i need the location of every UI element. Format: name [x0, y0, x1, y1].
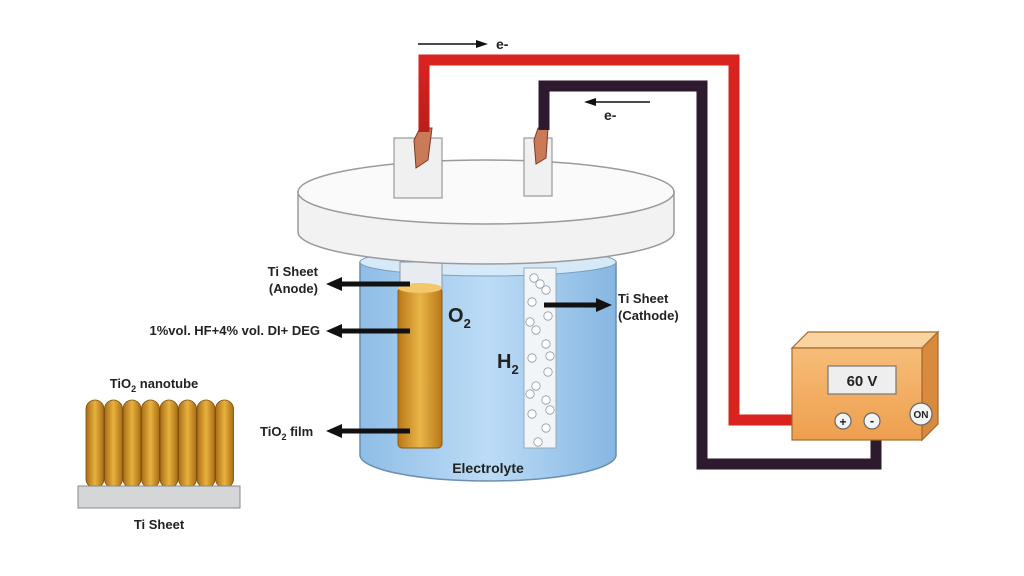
hydrogen-bubble [545, 405, 555, 415]
electrolyte-label: Electrolyte [452, 460, 524, 476]
electrolyte-mix-label: 1%vol. HF+4% vol. DI+ DEG [150, 323, 321, 338]
nanotube [122, 399, 142, 489]
ti-sheet-base [77, 485, 241, 509]
on-button[interactable] [909, 402, 933, 426]
hydrogen-bubble [531, 325, 541, 335]
anode-label-line1: Ti Sheet [268, 264, 319, 279]
nanotube [178, 399, 197, 489]
hydrogen-bubble [531, 381, 541, 391]
ti-sheet-label: Ti Sheet [134, 517, 185, 532]
hydrogen-bubble [533, 437, 543, 447]
positive-terminal [834, 412, 852, 430]
on-label: ON [914, 410, 929, 421]
oxygen-label: O2 [448, 305, 471, 331]
hydrogen-bubble [541, 339, 551, 349]
electron-arrow-return [584, 98, 650, 106]
hydrogen-bubbles [525, 273, 555, 447]
nanotube [159, 399, 179, 489]
hydrogen-bubble [525, 317, 535, 327]
voltage-readout: 60 V [847, 373, 878, 390]
power-supply [790, 330, 940, 442]
hydrogen-bubble [527, 297, 537, 307]
cathode-label-line2: (Cathode) [618, 308, 679, 323]
cathode-label-line1: Ti Sheet [618, 291, 669, 306]
hydrogen-bubble [541, 395, 551, 405]
nanotube [215, 399, 234, 489]
anode-label-line2: (Anode) [269, 281, 318, 296]
minus-label: - [870, 413, 874, 428]
hydrogen-bubble [541, 423, 551, 433]
nanotube [141, 399, 160, 489]
tio2-film [397, 283, 443, 449]
nanotube [85, 399, 105, 489]
hydrogen-bubble [527, 409, 537, 419]
hydrogen-bubble [527, 353, 537, 363]
nanotube [104, 399, 123, 489]
hydrogen-bubble [525, 389, 535, 399]
cell-lid [297, 159, 675, 265]
hydrogen-label: H2 [497, 351, 519, 377]
hydrogen-bubble [543, 311, 553, 321]
hydrogen-bubble [535, 279, 545, 289]
tio2-film-label: TiO2 film [260, 424, 313, 442]
anode-top [393, 127, 443, 199]
hydrogen-bubble [543, 367, 553, 377]
voltage-display [827, 365, 897, 395]
nanotube [196, 399, 216, 489]
hydrogen-bubble [541, 285, 551, 295]
nanotube-label: TiO2 nanotube [110, 376, 199, 394]
cathode-top [523, 127, 553, 197]
electron-arrow-top [418, 40, 488, 48]
electron-label-top: e- [496, 36, 509, 52]
pointer-arrows [326, 277, 612, 438]
plus-label: + [839, 415, 846, 429]
hydrogen-bubble [529, 273, 539, 283]
electron-label-return: e- [604, 107, 617, 123]
negative-terminal [863, 412, 881, 430]
hydrogen-bubble [545, 351, 555, 361]
nanotube-array [85, 399, 234, 489]
